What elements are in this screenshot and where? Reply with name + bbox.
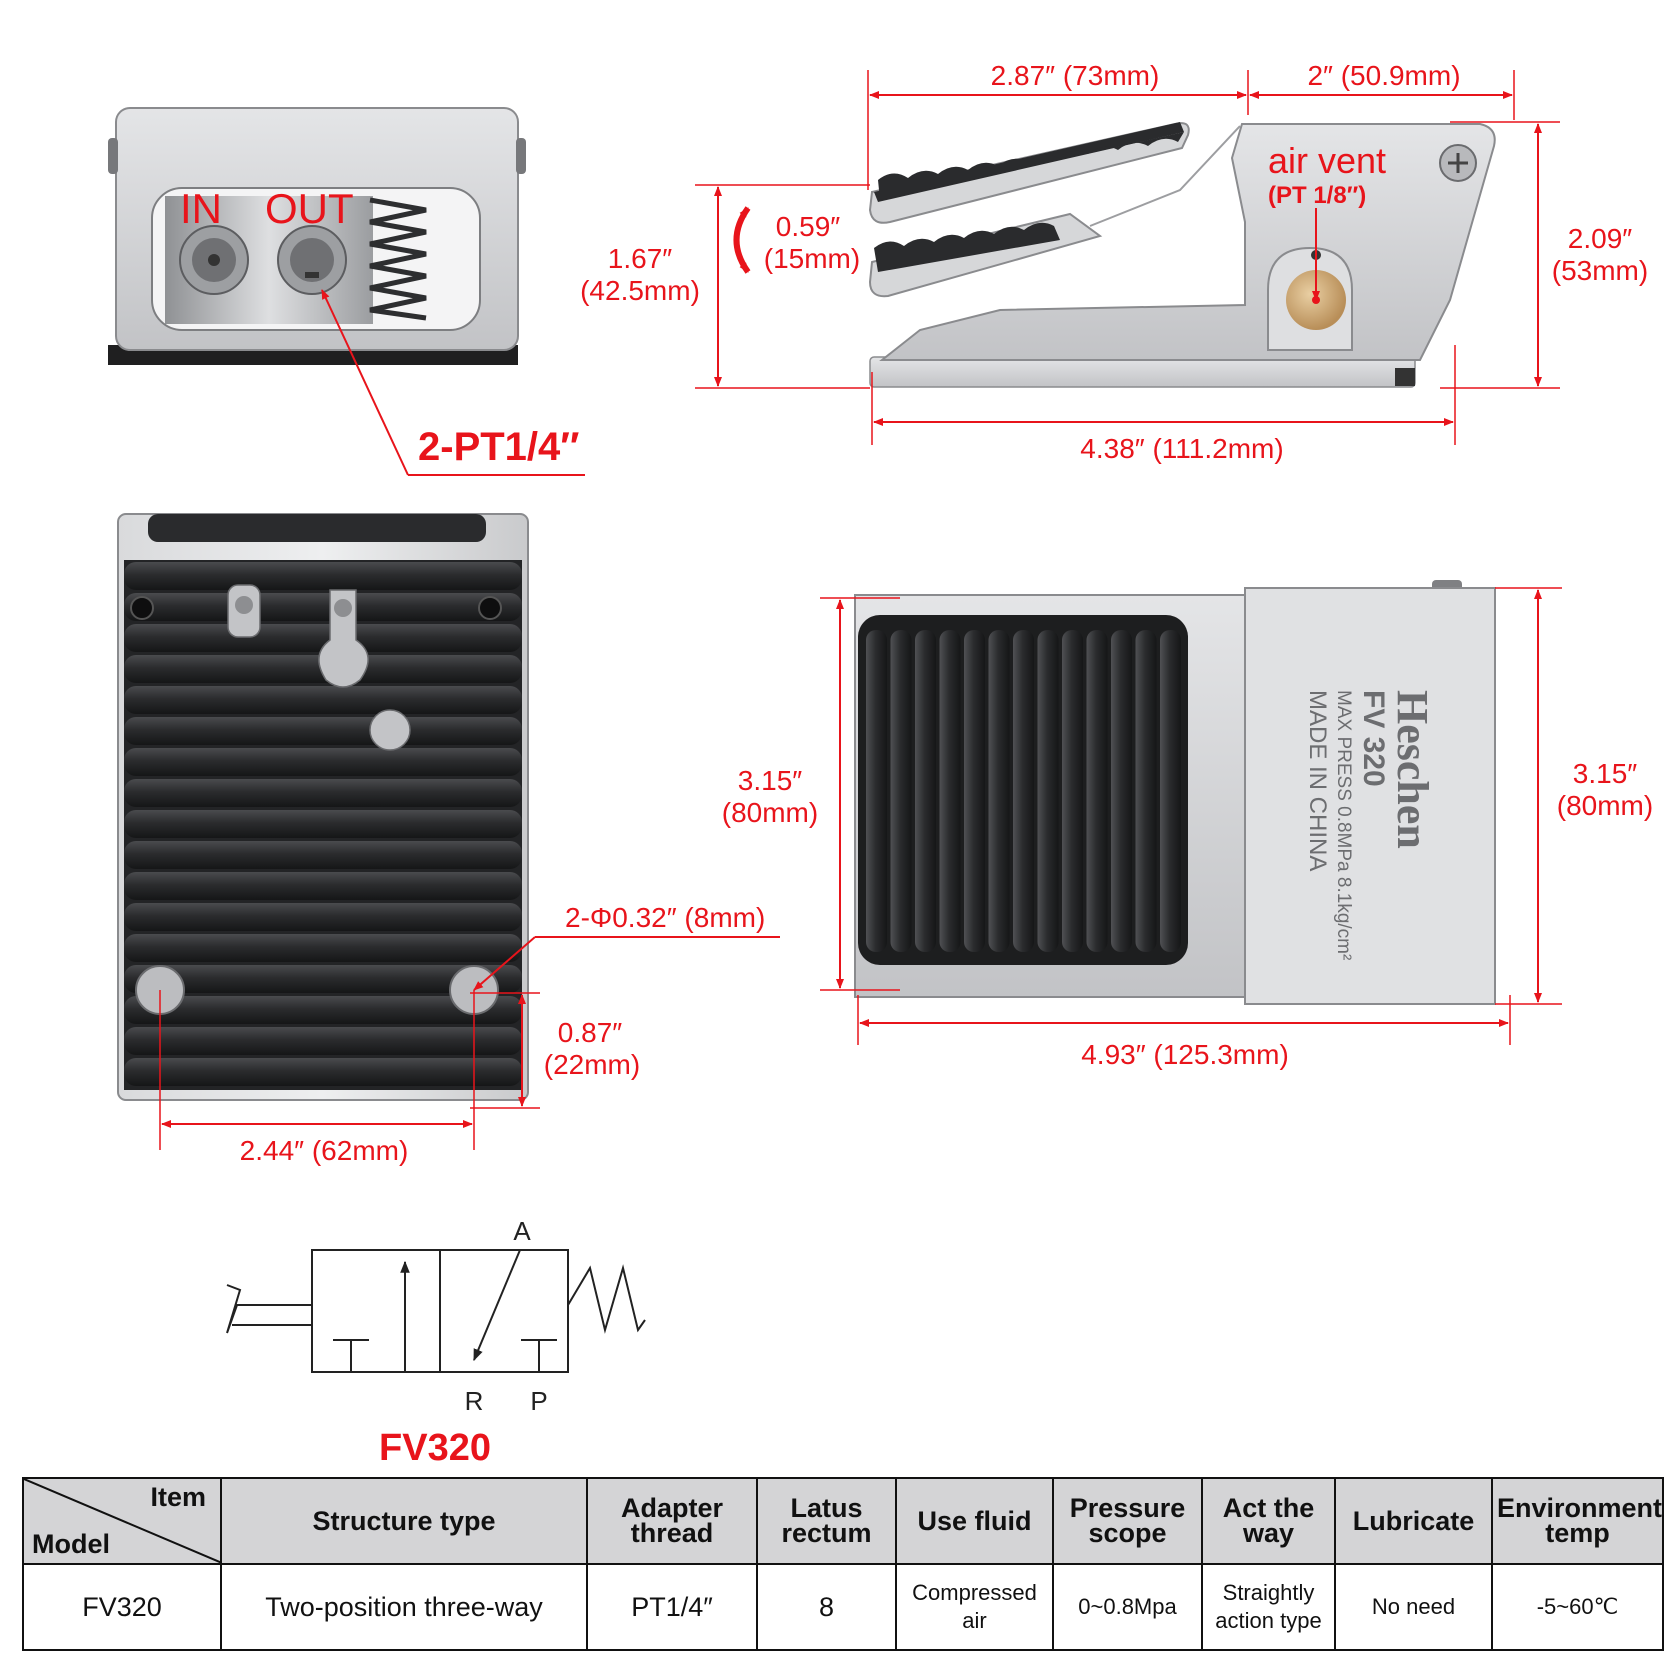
- cell-latus: 8: [756, 1563, 897, 1651]
- cell-lubricate: No need: [1334, 1563, 1493, 1651]
- brand-label: Heschen: [1388, 690, 1437, 849]
- pedal-rib: [915, 630, 936, 952]
- dim-width-right-mm: (80mm): [1557, 790, 1653, 821]
- air-vent-thread: (PT 1/8″): [1268, 182, 1366, 209]
- rubber-rib: [124, 965, 522, 993]
- out-port: [277, 225, 347, 295]
- pedal-rib: [1013, 630, 1034, 952]
- pedal-arm: [868, 122, 1190, 298]
- dim-side-length: 4.38″ (111.2mm): [1080, 433, 1283, 464]
- valve-symbol: A R P: [226, 1216, 646, 1416]
- cell-adapter: PT1/4″: [586, 1563, 758, 1651]
- dim-hole-offset-mm: (22mm): [544, 1049, 640, 1080]
- bottom-view: 2-Φ0.32″ (8mm) 0.87″ (22mm) 2.44″ (62mm): [117, 513, 780, 1166]
- dim-stroke-mm: (15mm): [764, 243, 860, 274]
- pedal-rib: [1037, 630, 1059, 952]
- model-label: FV 320: [1357, 690, 1390, 787]
- dim-height-left-mm: (42.5mm): [580, 275, 700, 306]
- pedal-rib: [866, 630, 887, 952]
- rubber-rib: [124, 717, 522, 745]
- side-view: air vent (PT 1/8″) 2.87″ (73mm) 2″ (50.9…: [580, 60, 1648, 464]
- pedal-rib: [939, 630, 961, 952]
- dim-top-left: 2.87″ (73mm): [991, 60, 1160, 91]
- front-view: IN OUT 2-PT1/4″: [108, 107, 585, 476]
- corner-diagonal: [24, 1479, 222, 1563]
- bottom-ribs: [124, 562, 522, 1086]
- cell-temp: -5~60℃: [1491, 1563, 1664, 1651]
- pedal-ribs: [866, 630, 1181, 952]
- header-use-fluid: Use fluid: [895, 1477, 1054, 1565]
- port-thread-callout: 2-PT1/4″: [418, 425, 579, 469]
- symbol-model-label: FV320: [379, 1427, 491, 1469]
- pedal-rib: [890, 630, 912, 952]
- pressure-label: MAX PRESS 0.8MPa 8.1kg/cm²: [1333, 690, 1354, 960]
- rubber-rib: [124, 996, 522, 1024]
- pedal-rib: [964, 630, 985, 952]
- dim-hole-spacing: 2.44″ (62mm): [240, 1135, 409, 1166]
- top-view: Heschen FV 320 MAX PRESS 0.8MPa 8.1kg/cm…: [722, 580, 1653, 1070]
- air-vent: [1267, 208, 1353, 351]
- cell-pressure: 0~0.8Mpa: [1052, 1563, 1203, 1651]
- spring: [369, 197, 427, 321]
- dim-width-left-in: 3.15″: [738, 765, 802, 796]
- rubber-rib: [124, 1027, 522, 1055]
- rubber-rib: [124, 779, 522, 807]
- header-model: Model: [32, 1529, 110, 1559]
- pedal-rib: [1135, 630, 1157, 952]
- cell-structure: Two-position three-way: [220, 1563, 588, 1651]
- rubber-rib: [124, 903, 522, 931]
- rubber-rib: [124, 841, 522, 869]
- header-item: Item: [150, 1482, 206, 1512]
- cell-model: FV320: [22, 1563, 222, 1651]
- pedal-rib: [1111, 630, 1132, 952]
- port-r-label: R: [465, 1386, 484, 1416]
- rubber-rib: [124, 810, 522, 838]
- in-port: [179, 225, 249, 295]
- stroke-arrow: [733, 206, 751, 274]
- dim-height-left-in: 1.67″: [608, 243, 672, 274]
- rubber-rib: [124, 748, 522, 776]
- air-vent-label: air vent: [1268, 140, 1386, 181]
- pedal-rib: [1086, 630, 1108, 952]
- header-structure-type: Structure type: [220, 1477, 588, 1565]
- port-p-label: P: [530, 1386, 547, 1416]
- out-label: OUT: [265, 185, 354, 232]
- pedal-rib: [988, 630, 1010, 952]
- header-lubricate: Lubricate: [1334, 1477, 1493, 1565]
- table-row: FV320 Two-position three-way PT1/4″ 8 Co…: [22, 1563, 1664, 1651]
- dim-width-right-in: 3.15″: [1573, 758, 1637, 789]
- dim-stroke-in: 0.59″: [776, 211, 840, 242]
- origin-label: MADE IN CHINA: [1304, 690, 1331, 871]
- in-label: IN: [180, 185, 222, 232]
- rubber-rib: [124, 872, 522, 900]
- rubber-rib: [124, 686, 522, 714]
- rubber-rib: [124, 1058, 522, 1086]
- dim-height-right-in: 2.09″: [1568, 223, 1632, 254]
- pedal-rib: [1160, 630, 1181, 952]
- header-corner-cell: Item Model: [22, 1477, 222, 1565]
- hole-callout: 2-Φ0.32″ (8mm): [565, 902, 765, 933]
- port-a-label: A: [513, 1216, 531, 1246]
- dim-top-right: 2″ (50.9mm): [1307, 60, 1460, 91]
- rubber-rib: [124, 934, 522, 962]
- dim-top-length: 4.93″ (125.3mm): [1081, 1039, 1289, 1070]
- dim-hole-offset-in: 0.87″: [558, 1017, 622, 1048]
- rubber-rib: [124, 562, 522, 590]
- rubber-rib: [124, 624, 522, 652]
- dim-width-left-mm: (80mm): [722, 797, 818, 828]
- rubber-rib: [124, 593, 522, 621]
- pedal-rib: [1062, 630, 1083, 952]
- dim-height-right-mm: (53mm): [1552, 255, 1648, 286]
- side-screw: [1439, 144, 1477, 182]
